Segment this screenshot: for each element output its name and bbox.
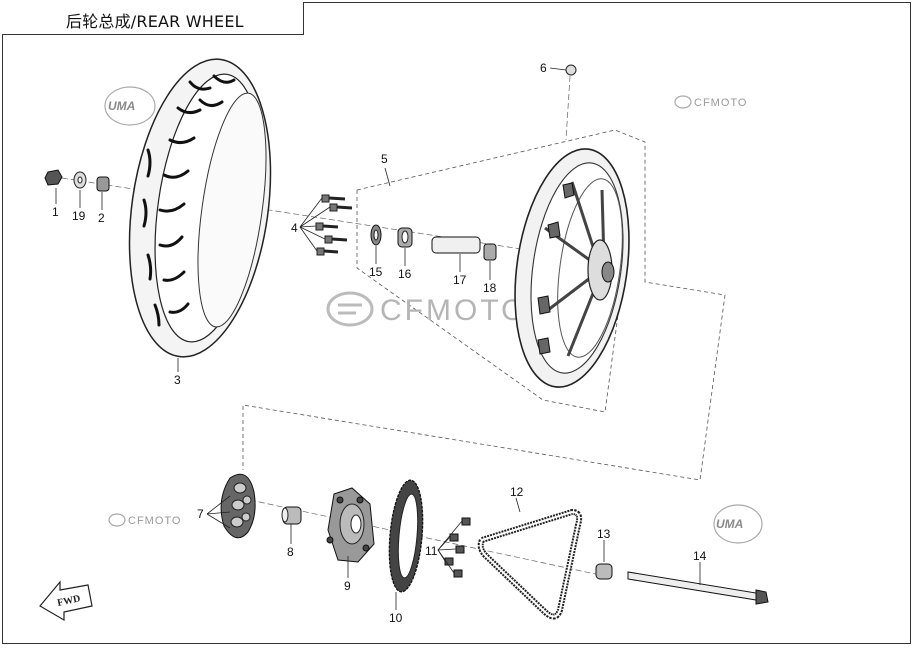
- axle-part-14: [627, 571, 769, 605]
- callout-1: 1: [52, 205, 59, 219]
- washer-part-19: [73, 171, 87, 189]
- callout-7: 7: [197, 507, 204, 521]
- nut-part-1: [44, 169, 63, 186]
- callout-14: 14: [693, 549, 707, 563]
- callout-18: 18: [483, 281, 497, 295]
- nuts-part-11: [444, 517, 471, 578]
- title-box: 后轮总成/REAR WHEEL: [2, 2, 304, 35]
- damper-leader-lines: [206, 495, 231, 529]
- callout-4: 4: [291, 221, 298, 235]
- callout-15: 15: [369, 265, 383, 279]
- spacer-part-13: [595, 563, 613, 580]
- callout-19: 19: [72, 209, 86, 223]
- damper-rubber-part-7: [220, 473, 256, 539]
- spacer-part-2: [96, 176, 110, 192]
- oil-seal-part-15: [370, 224, 382, 246]
- fwd-arrow-icon: FWD: [39, 580, 93, 622]
- callout-6: 6: [540, 61, 547, 75]
- callout-13: 13: [597, 527, 611, 541]
- callout-3: 3: [174, 373, 181, 387]
- collar-part-17: [431, 236, 481, 254]
- collar-part-8: [281, 506, 302, 525]
- callout-numbers: 1 19 2 3 4 5 6 15 16 17 18 7 8 9 10 11 1…: [52, 61, 707, 625]
- svg-text:UMA: UMA: [716, 517, 743, 531]
- callout-5: 5: [381, 152, 388, 166]
- svg-text:UMA: UMA: [108, 99, 135, 113]
- uma-watermark-lowerright: UMA: [713, 504, 763, 544]
- cfmoto-watermark-topright: CFMOTO: [674, 95, 747, 109]
- callout-17: 17: [453, 273, 467, 287]
- callout-10: 10: [389, 611, 403, 625]
- callout-2: 2: [98, 211, 105, 225]
- svg-text:FWD: FWD: [56, 593, 81, 609]
- cfmoto-watermark-center: CFMOTO: [326, 291, 527, 327]
- sprocket-hub-part-9: [326, 487, 375, 563]
- callout-12: 12: [510, 485, 524, 499]
- cfmoto-watermark-lowerleft: CFMOTO: [108, 513, 181, 527]
- uma-watermark-topleft: UMA: [104, 86, 156, 126]
- svg-text:CFMOTO: CFMOTO: [128, 515, 181, 527]
- drive-chain-part-12: [477, 508, 583, 620]
- callout-8: 8: [287, 545, 294, 559]
- callout-9: 9: [344, 579, 351, 593]
- wheel-rim-part-5: [514, 148, 630, 388]
- sprocket-part-10: [388, 479, 424, 593]
- bearing-part-16: [397, 227, 413, 248]
- bearing-part-18: [483, 243, 497, 261]
- nuts-leader-lines: [437, 520, 463, 574]
- assembly-boundary-upper: [242, 129, 726, 481]
- bolts-part-4: [315, 194, 353, 256]
- callout-11: 11: [425, 544, 438, 558]
- svg-text:CFMOTO: CFMOTO: [380, 294, 527, 327]
- page-title: 后轮总成/REAR WHEEL: [66, 12, 244, 31]
- tire: [128, 58, 272, 358]
- callout-16: 16: [398, 267, 412, 281]
- bolts-leader-lines: [299, 197, 331, 252]
- valve-part-6: [565, 64, 577, 76]
- callout-leaders: [55, 67, 701, 610]
- svg-text:CFMOTO: CFMOTO: [694, 97, 747, 109]
